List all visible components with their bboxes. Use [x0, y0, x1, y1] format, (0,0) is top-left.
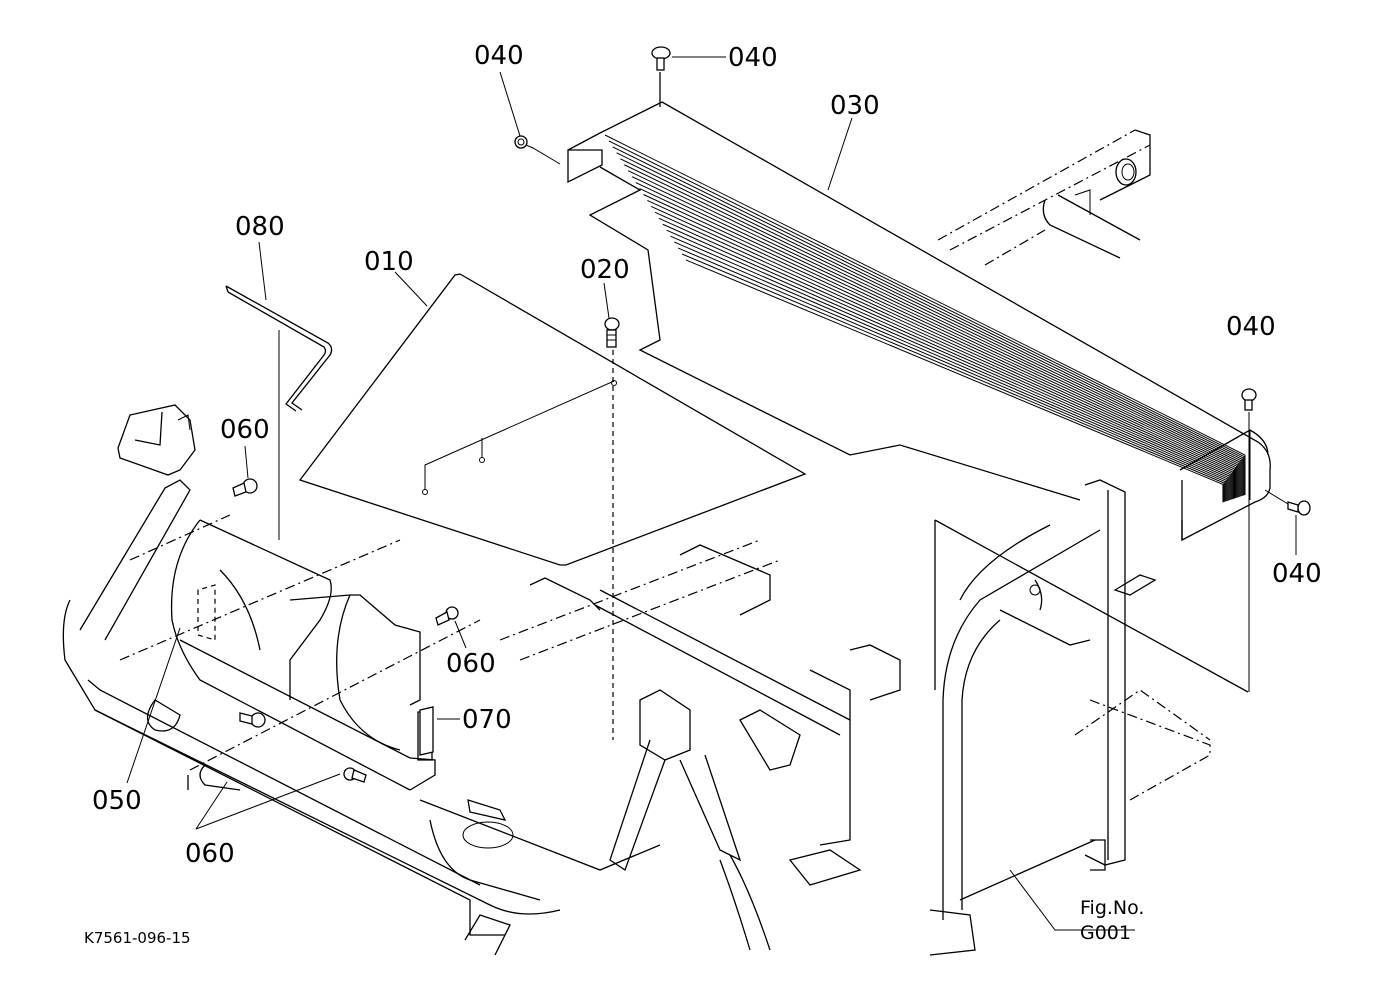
cover-rib	[612, 146, 1244, 496]
callout-040-top-left: 040	[474, 41, 524, 71]
main-frame	[62, 479, 561, 936]
cover-rib	[647, 199, 1234, 499]
cover-rib	[670, 235, 1228, 501]
part-050-side-cover	[170, 519, 436, 791]
part-080-rod	[225, 285, 333, 412]
cover-rib	[635, 182, 1238, 498]
callout-060-middle: 060	[446, 649, 496, 679]
callout-050: 050	[92, 786, 142, 816]
callout-070: 070	[462, 705, 512, 735]
figure-number: G001	[1080, 922, 1131, 944]
cover-rib	[662, 223, 1230, 501]
cover-rib	[681, 253, 1225, 502]
cover-rib	[643, 194, 1235, 499]
part-040-clip-right-upper	[1241, 388, 1257, 692]
callout-020: 020	[580, 255, 630, 285]
callout-030: 030	[830, 91, 880, 121]
part-040-clip-left	[514, 135, 561, 165]
callout-labels: 040 040 030 080 010 020 040 040 060 060 …	[84, 41, 1322, 947]
part-010-mat	[298, 273, 807, 566]
cover-rib	[674, 241, 1227, 502]
leader-lines	[126, 56, 1297, 931]
part-040-clip-right-lower	[1264, 489, 1311, 516]
cover-rib	[685, 259, 1224, 503]
part-040-clip-top	[651, 46, 671, 107]
cover-rib	[654, 211, 1232, 500]
callout-060-upper: 060	[220, 415, 270, 445]
center-frame	[419, 539, 862, 956]
upper-frame-bar	[937, 129, 1151, 266]
cover-rib	[616, 152, 1243, 497]
cover-rib	[608, 140, 1245, 496]
part-060-bolt-lower-2	[343, 767, 367, 783]
right-frame	[849, 479, 1249, 956]
callout-060-lower: 060	[185, 839, 235, 869]
figure-prefix: Fig.No.	[1080, 897, 1144, 919]
cover-rib	[624, 164, 1241, 497]
left-mount-bracket	[117, 404, 196, 476]
callout-010: 010	[364, 247, 414, 277]
callout-080: 080	[235, 212, 285, 242]
part-020-screw	[604, 317, 620, 740]
cover-rib	[650, 205, 1233, 500]
callout-040-right-lower: 040	[1272, 559, 1322, 589]
part-060-bolt-upper	[232, 478, 258, 497]
callout-040-right-upper: 040	[1226, 312, 1276, 342]
cover-rib	[620, 158, 1242, 497]
cover-rib	[604, 134, 1246, 495]
drawing-number: K7561-096-15	[84, 929, 191, 947]
part-070-bracket	[419, 706, 434, 756]
cover-ribs	[604, 134, 1246, 503]
cover-rib	[658, 217, 1231, 500]
part-030-ribbed-cover	[567, 101, 1271, 542]
cover-rib	[639, 188, 1237, 499]
part-060-bolt-middle	[435, 606, 459, 626]
part-060-bolt-lower-1	[239, 712, 266, 728]
callout-040-top: 040	[728, 43, 778, 73]
cover-rib	[631, 176, 1239, 498]
cover-rib	[677, 247, 1226, 502]
cover-rib	[666, 229, 1229, 501]
cover-rib	[627, 170, 1240, 498]
